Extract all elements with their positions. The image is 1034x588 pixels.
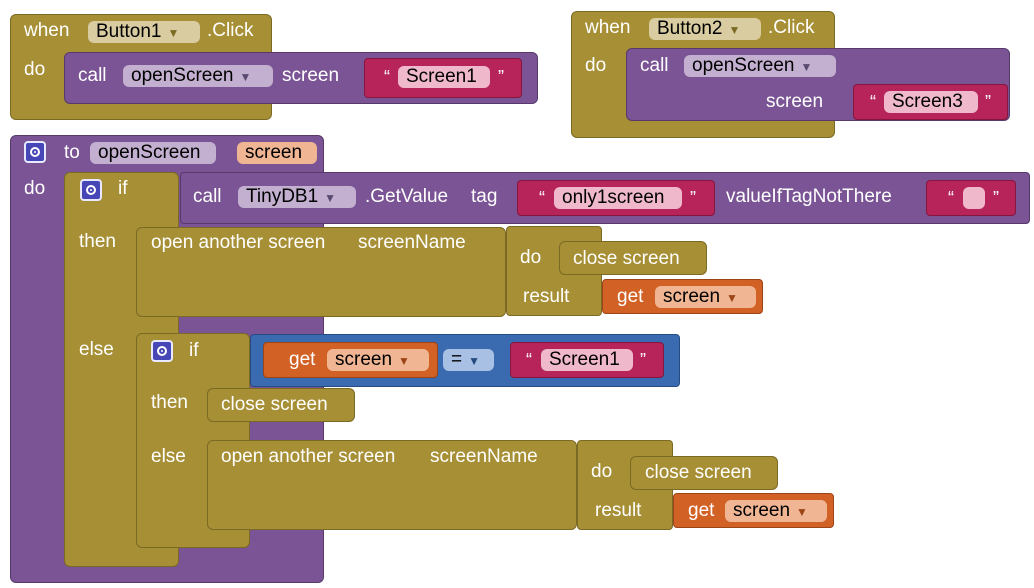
open2-label: open another screen: [221, 446, 396, 467]
chevron-down-icon: ▼: [167, 26, 180, 40]
call2-proc-value: openScreen: [692, 55, 795, 76]
chevron-down-icon: ▼: [324, 191, 337, 205]
open2-do-label: do: [591, 461, 613, 482]
compare-text-value[interactable]: Screen1: [541, 349, 633, 371]
open2-get-label: get: [688, 500, 715, 521]
call1-param-label: screen: [282, 65, 340, 86]
tinydb-component-value: TinyDB1: [246, 186, 319, 207]
event2-component-value: Button2: [657, 18, 723, 39]
open1-var-value: screen: [663, 286, 721, 307]
procedure-do-label: do: [24, 178, 46, 199]
open2-result-label: result: [595, 500, 642, 521]
quote-open-icon: “: [526, 350, 532, 370]
inner-else-label: else: [151, 446, 186, 467]
tinydb-tag-value[interactable]: only1screen: [554, 187, 682, 209]
text-value-screen3[interactable]: Screen3: [884, 91, 978, 113]
quote-close-icon: ”: [985, 92, 991, 112]
gear-icon[interactable]: [24, 141, 46, 163]
quote-open-icon: “: [539, 188, 545, 208]
event1-do-label: do: [24, 59, 46, 80]
open2-var-dropdown[interactable]: screen ▼: [725, 500, 827, 522]
chevron-down-icon: ▼: [796, 505, 808, 519]
close-screen-block-1[interactable]: [559, 241, 707, 275]
compare-operator-value: =: [451, 349, 463, 370]
open1-var-dropdown[interactable]: screen ▼: [655, 286, 756, 308]
chevron-down-icon: ▼: [800, 60, 813, 74]
chevron-down-icon: ▼: [468, 354, 480, 368]
quote-close-icon: ”: [690, 188, 696, 208]
open1-close-label: close screen: [573, 248, 680, 269]
outer-then-label: then: [79, 231, 116, 252]
procedure-to-label: to: [64, 142, 80, 163]
call1-call-label: call: [78, 65, 107, 86]
event2-when-label: when: [585, 17, 631, 38]
tinydb-call-label: call: [193, 186, 222, 207]
gear-icon[interactable]: [80, 179, 102, 201]
tinydb-method-label: .GetValue: [365, 186, 449, 207]
tinydb-component-dropdown[interactable]: TinyDB1 ▼: [238, 186, 356, 208]
gear-icon[interactable]: [151, 340, 173, 362]
compare-var-value: screen: [335, 349, 393, 370]
call2-param-label: screen: [766, 91, 824, 112]
call1-proc-value: openScreen: [131, 65, 234, 86]
open1-param-label: screenName: [358, 232, 466, 253]
procedure-param-screen[interactable]: screen: [237, 142, 317, 164]
text-value-screen1[interactable]: Screen1: [398, 66, 490, 88]
open2-param-label: screenName: [430, 446, 538, 467]
call2-call-label: call: [640, 55, 669, 76]
event2-event-label: .Click: [768, 17, 815, 38]
outer-if-label: if: [118, 178, 128, 199]
quote-open-icon: “: [384, 67, 390, 87]
chevron-down-icon: ▼: [726, 291, 738, 305]
open2-var-value: screen: [733, 500, 791, 521]
open1-get-label: get: [617, 286, 644, 307]
open1-result-label: result: [523, 286, 570, 307]
compare-operator-dropdown[interactable]: =▼: [443, 349, 494, 371]
chevron-down-icon: ▼: [239, 70, 252, 84]
quote-open-icon: “: [948, 188, 954, 208]
tinydb-default-value[interactable]: [963, 187, 985, 209]
compare-var-dropdown[interactable]: screen ▼: [327, 349, 429, 371]
close-screen-block-then[interactable]: [207, 388, 355, 422]
procedure-name-field[interactable]: openScreen: [90, 142, 216, 164]
compare-get-label: get: [289, 349, 316, 370]
event1-component-dropdown[interactable]: Button1 ▼: [88, 21, 200, 43]
outer-else-label: else: [79, 339, 114, 360]
tinydb-default-label: valueIfTagNotThere: [726, 186, 892, 207]
event2-do-label: do: [585, 55, 607, 76]
call1-proc-dropdown[interactable]: openScreen ▼: [123, 65, 273, 87]
event1-when-label: when: [24, 20, 70, 41]
open1-do-label: do: [520, 247, 542, 268]
open-another-screen-block-2[interactable]: [207, 440, 577, 530]
quote-close-icon: ”: [993, 188, 999, 208]
tinydb-tag-label: tag: [471, 186, 498, 207]
inner-then-close-label: close screen: [221, 394, 328, 415]
quote-close-icon: ”: [498, 67, 504, 87]
open1-label: open another screen: [151, 232, 326, 253]
chevron-down-icon: ▼: [398, 354, 410, 368]
open-another-screen-block-1[interactable]: [136, 227, 506, 317]
event2-component-dropdown[interactable]: Button2 ▼: [649, 18, 761, 40]
event1-component-value: Button1: [96, 21, 162, 42]
open2-close-label: close screen: [645, 462, 752, 483]
quote-open-icon: “: [870, 92, 876, 112]
inner-then-label: then: [151, 392, 188, 413]
close-screen-block-2[interactable]: [630, 456, 778, 490]
event1-event-label: .Click: [207, 20, 254, 41]
inner-if-label: if: [189, 340, 199, 361]
quote-close-icon: ”: [640, 350, 646, 370]
call2-proc-dropdown[interactable]: openScreen ▼: [684, 55, 836, 77]
chevron-down-icon: ▼: [728, 23, 741, 37]
